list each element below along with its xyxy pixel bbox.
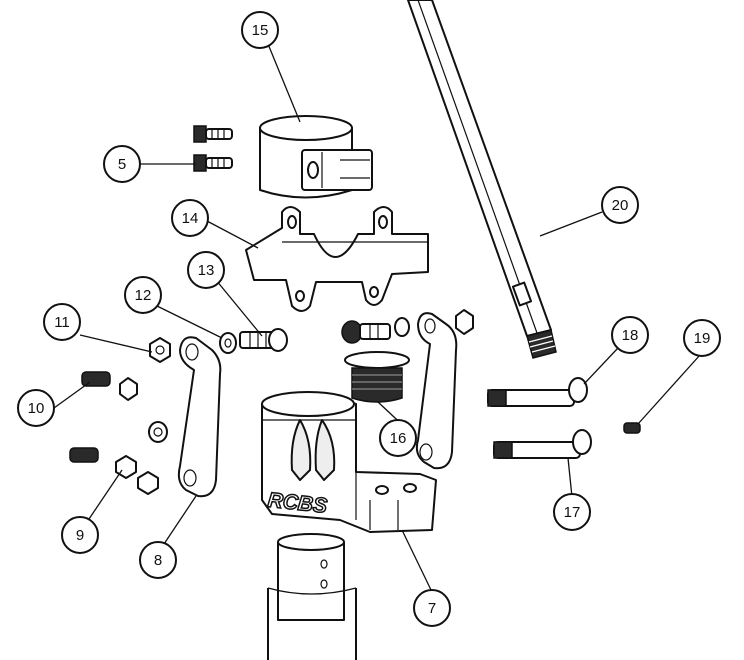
callout-19-label: 19 [694, 330, 711, 347]
callout-14: 14 [171, 199, 209, 237]
callout-18-label: 18 [622, 327, 639, 344]
callout-19: 19 [683, 319, 721, 357]
part-12-washer [219, 332, 237, 354]
callout-20: 20 [601, 186, 639, 224]
callout-13: 13 [187, 251, 225, 289]
callout-14-label: 14 [182, 210, 199, 227]
part-13-bolt [239, 328, 288, 352]
lower-post-tube [267, 533, 357, 660]
callout-12: 12 [124, 276, 162, 314]
callout-17: 17 [553, 493, 591, 531]
callout-11-label: 11 [54, 314, 70, 331]
callout-7-label: 7 [428, 600, 436, 617]
callout-9-label: 9 [76, 527, 84, 544]
callout-8-label: 8 [154, 552, 162, 569]
part-17-pin [493, 429, 592, 459]
callout-8: 8 [139, 541, 177, 579]
callout-13-label: 13 [198, 262, 215, 279]
leader-lines [53, 43, 701, 593]
callout-20-label: 20 [612, 197, 629, 214]
part-14-upper-bracket [245, 206, 429, 312]
part-7-main-frame: RCBS [261, 391, 437, 533]
part-8-left-link [177, 336, 222, 498]
part-20-handle-rod [407, 0, 557, 359]
callout-10: 10 [17, 389, 55, 427]
part-18-pin [487, 377, 588, 407]
callout-16-label: 16 [390, 430, 407, 447]
callout-15-label: 15 [252, 22, 269, 39]
callout-11: 11 [43, 303, 81, 341]
callout-5-label: 5 [118, 156, 126, 173]
callout-16: 16 [379, 419, 417, 457]
callout-10-label: 10 [28, 400, 45, 417]
part-10-set-screws [69, 371, 168, 463]
callout-5: 5 [103, 145, 141, 183]
callout-15: 15 [241, 11, 279, 49]
callout-12-label: 12 [135, 287, 152, 304]
part-15-clamp-block [259, 115, 373, 199]
part-19-set-screw [623, 422, 641, 434]
callout-9: 9 [61, 516, 99, 554]
part-16-bushing [344, 351, 410, 403]
callout-17-label: 17 [564, 504, 581, 521]
part-11-nut [149, 337, 171, 363]
part-right-link [415, 312, 458, 470]
right-bolt-stack [341, 309, 474, 344]
callout-18: 18 [611, 316, 649, 354]
callout-7: 7 [413, 589, 451, 627]
part-5-screws [193, 125, 233, 172]
part-9-hex-nuts [115, 455, 159, 495]
